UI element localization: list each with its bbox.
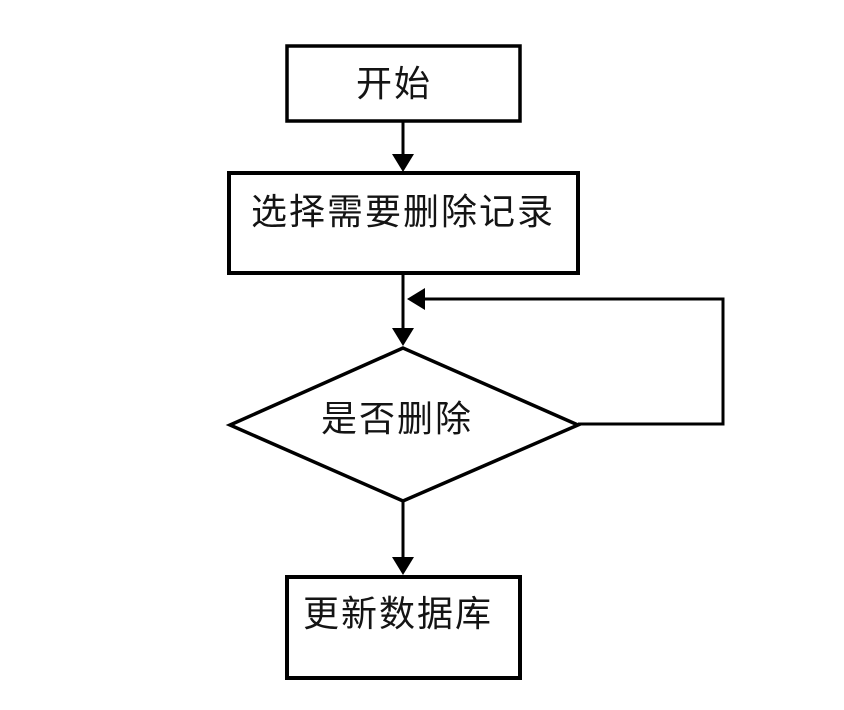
start-node-box [285,44,522,123]
arrow-decision-to-update-head-icon [392,557,414,575]
loop-back-arrowhead-icon [407,288,425,310]
select-records-node-box [227,171,580,275]
loop-back-connector [424,297,725,426]
select-records-node-label: 选择需要删除记录 [251,192,555,232]
start-node-label: 开始 [356,64,432,104]
update-database-node-box [285,575,522,680]
update-database-node-label: 更新数据库 [303,594,493,634]
arrow-select-to-decision-head-icon [392,328,414,346]
arrow-start-to-select-head-icon [392,154,414,172]
decision-diamond-label: 是否删除 [321,399,473,439]
flowchart-labels: 开始 选择需要删除记录 是否删除 更新数据库 [251,64,555,634]
flowchart-shapes [225,44,725,680]
